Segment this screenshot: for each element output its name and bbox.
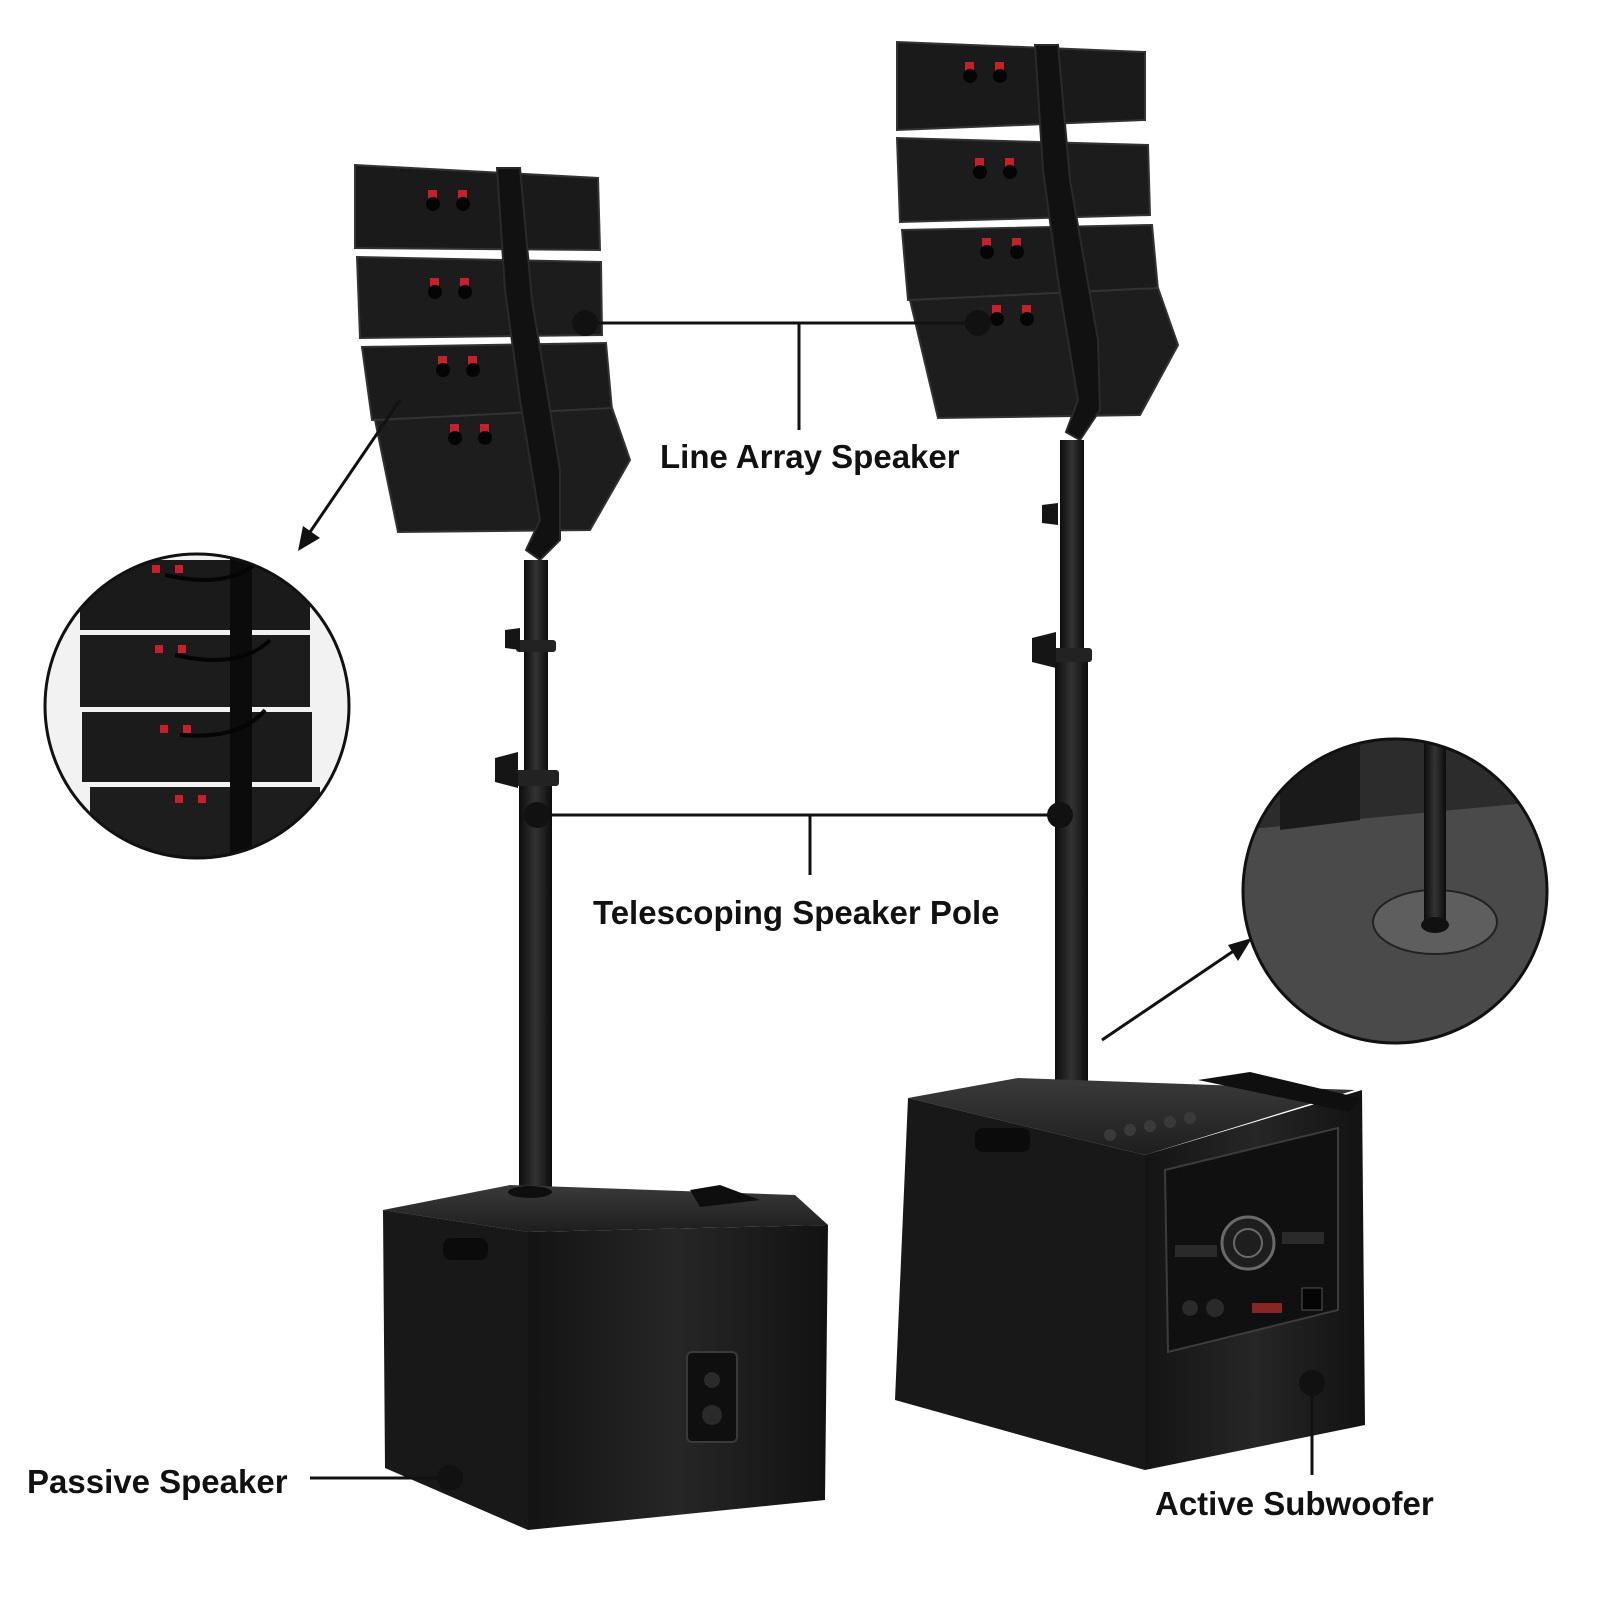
line-array-speaker-label: Line Array Speaker — [660, 438, 960, 475]
zoom-detail-rigging — [43, 552, 351, 860]
array-cabinet — [355, 255, 604, 340]
callout-pole — [524, 802, 1073, 875]
array-cabinet — [354, 163, 602, 252]
array-cabinet — [908, 286, 1180, 420]
mixer-knob-icon — [1104, 1112, 1196, 1141]
passive-input-panel — [686, 1351, 738, 1443]
array-cabinet — [900, 223, 1160, 302]
callout-active — [1299, 1370, 1325, 1475]
array-cabinet — [360, 341, 614, 422]
speakon-connector-icon — [428, 190, 489, 434]
power-inlet-icon — [1301, 1287, 1323, 1311]
left-line-array-speaker — [354, 163, 632, 562]
array-cabinet — [373, 406, 632, 534]
array-cabinet — [895, 136, 1152, 224]
arrow-icon — [298, 399, 402, 551]
passive-speaker — [383, 1185, 828, 1530]
zoom-detail-pole-mount — [1241, 737, 1549, 1045]
right-speaker-pole — [1032, 440, 1092, 1095]
pole-knob-icon — [495, 752, 518, 788]
arrow-icon — [1101, 938, 1252, 1042]
callout-passive — [310, 1465, 463, 1491]
callout-line-array — [572, 310, 991, 430]
cooling-fan-icon — [1220, 1215, 1276, 1271]
array-cabinet — [896, 40, 1146, 132]
passive-speaker-label: Passive Speaker — [27, 1463, 288, 1500]
left-speaker-pole — [495, 560, 559, 1195]
right-line-array-speaker — [895, 40, 1180, 442]
active-subwoofer — [895, 1072, 1365, 1470]
pole-knob-icon — [1032, 632, 1056, 668]
active-subwoofer-label: Active Subwoofer — [1155, 1485, 1434, 1522]
telescoping-pole-label: Telescoping Speaker Pole — [593, 894, 1000, 931]
